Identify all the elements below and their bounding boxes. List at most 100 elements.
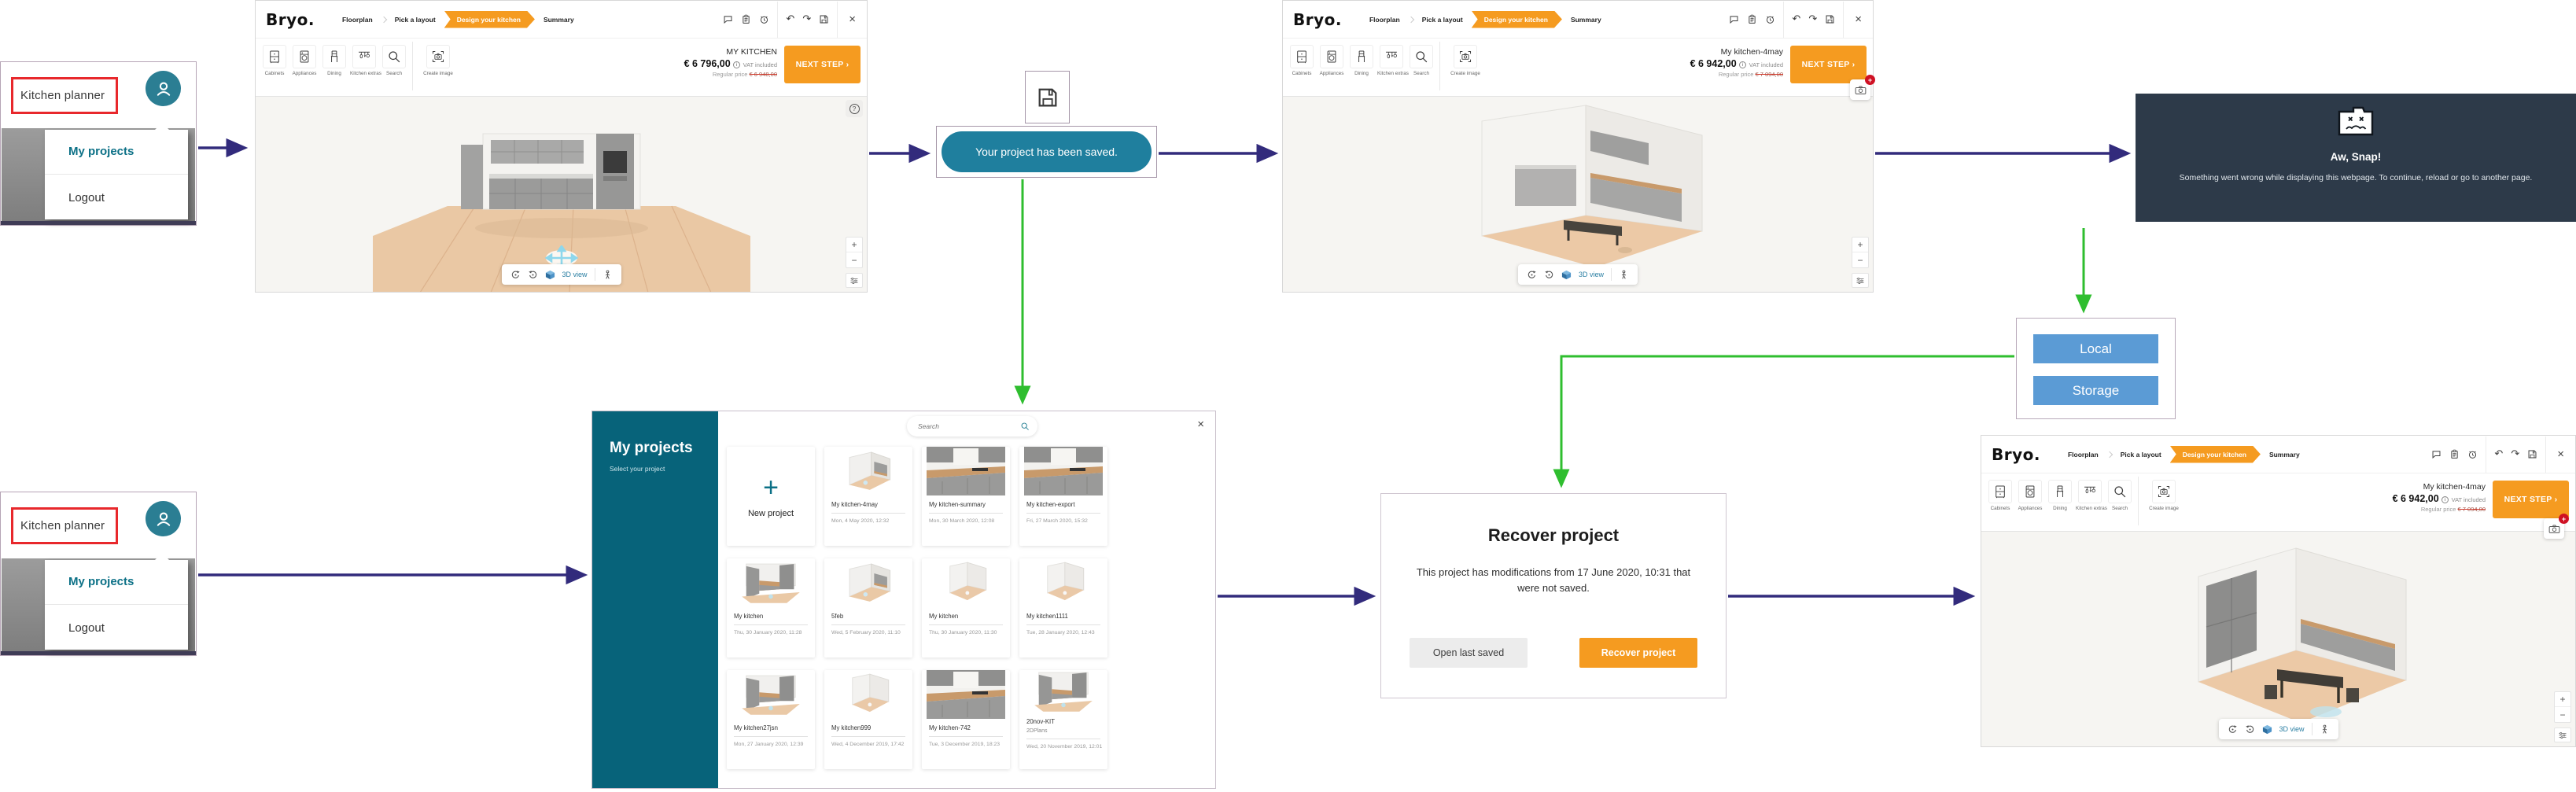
- project-card[interactable]: My kitchen-export Fri, 27 March 2020, 15…: [1019, 447, 1107, 546]
- tool-search[interactable]: Search: [2106, 480, 2134, 511]
- zoom-in-button[interactable]: +: [846, 238, 862, 252]
- project-card[interactable]: My kitchen-4may Mon, 4 May 2020, 12:32: [824, 447, 912, 546]
- tool-create-image[interactable]: Create image: [421, 45, 455, 76]
- view-settings-button[interactable]: [2554, 728, 2571, 742]
- info-icon[interactable]: [2441, 496, 2449, 503]
- tool-appliances[interactable]: Appliances: [1317, 45, 1346, 76]
- new-project-card[interactable]: + New project: [727, 447, 815, 546]
- zoom-out-button[interactable]: −: [1857, 254, 1863, 266]
- next-step-button[interactable]: NEXT STEP ›: [2493, 481, 2569, 518]
- breadcrumb-pick-a-layout[interactable]: Pick a layout: [394, 15, 436, 24]
- local-button[interactable]: Local: [2033, 334, 2158, 363]
- redo-icon[interactable]: ↷: [2511, 448, 2520, 460]
- tool-kitchen-extras[interactable]: Kitchen extras: [1377, 45, 1409, 76]
- menu-item-my-projects[interactable]: My projects: [68, 575, 135, 588]
- tool-dining[interactable]: Dining: [320, 45, 348, 76]
- undo-icon[interactable]: ↶: [1792, 13, 1801, 25]
- tool-appliances[interactable]: Appliances: [290, 45, 319, 76]
- summary-list-icon[interactable]: [2449, 449, 2460, 459]
- breadcrumb-floorplan[interactable]: Floorplan: [1369, 15, 1400, 24]
- search-icon[interactable]: [1020, 422, 1030, 431]
- zoom-out-button[interactable]: −: [2559, 709, 2566, 720]
- storage-button[interactable]: Storage: [2033, 376, 2158, 405]
- breadcrumb-summary[interactable]: Summary: [543, 15, 574, 24]
- cube-3d-icon[interactable]: [1561, 270, 1572, 280]
- next-step-button[interactable]: NEXT STEP ›: [784, 46, 861, 83]
- walkthrough-icon[interactable]: [603, 270, 613, 280]
- project-card[interactable]: My kitchen999 Wed, 4 December 2019, 17:4…: [824, 670, 912, 769]
- breadcrumb-pick-a-layout[interactable]: Pick a layout: [2120, 450, 2161, 459]
- recover-project-button[interactable]: Recover project: [1579, 638, 1697, 668]
- project-card[interactable]: My kitchen-summary Mon, 30 March 2020, 1…: [922, 447, 1010, 546]
- tool-search[interactable]: Search: [1407, 45, 1435, 76]
- breadcrumb-floorplan[interactable]: Floorplan: [2067, 450, 2099, 459]
- save-icon[interactable]: [1825, 14, 1835, 24]
- tool-kitchen-extras[interactable]: Kitchen extras: [2076, 480, 2107, 511]
- tool-dining[interactable]: Dining: [1347, 45, 1376, 76]
- view-settings-button[interactable]: [846, 273, 863, 288]
- zoom-in-button[interactable]: +: [1852, 238, 1868, 252]
- tool-dining[interactable]: Dining: [2046, 480, 2074, 511]
- breadcrumb-summary[interactable]: Summary: [2268, 450, 2300, 459]
- orbit-right-icon[interactable]: [1544, 270, 1554, 280]
- menu-item-logout[interactable]: Logout: [68, 191, 105, 204]
- tool-kitchen-extras[interactable]: Kitchen extras: [350, 45, 381, 76]
- tool-create-image[interactable]: Create image: [2147, 480, 2181, 511]
- summary-list-icon[interactable]: [1747, 14, 1757, 24]
- undo-icon[interactable]: ↶: [786, 13, 795, 25]
- view-3d-label[interactable]: 3D view: [2279, 725, 2305, 733]
- orbit-right-icon[interactable]: [527, 270, 537, 280]
- tool-cabinets[interactable]: Cabinets: [1986, 480, 2014, 511]
- project-card[interactable]: My kitchen27jsn Mon, 27 January 2020, 12…: [727, 670, 815, 769]
- view-settings-button[interactable]: [1852, 273, 1869, 288]
- account-button[interactable]: [146, 501, 181, 536]
- save-icon[interactable]: [1036, 86, 1060, 109]
- orbit-left-icon[interactable]: [2227, 724, 2237, 735]
- open-last-saved-button[interactable]: Open last saved: [1410, 638, 1528, 668]
- view-3d-label[interactable]: 3D view: [562, 271, 588, 278]
- design-canvas[interactable]: 3D view + −: [1981, 531, 2575, 746]
- cube-3d-icon[interactable]: [2261, 724, 2272, 735]
- summary-list-icon[interactable]: [741, 14, 751, 24]
- zoom-out-button[interactable]: −: [851, 254, 857, 266]
- redo-icon[interactable]: ↷: [1808, 13, 1818, 25]
- breadcrumb-pick-a-layout[interactable]: Pick a layout: [1421, 15, 1463, 24]
- save-icon[interactable]: [2527, 449, 2537, 459]
- next-step-button[interactable]: NEXT STEP ›: [1790, 46, 1867, 83]
- walkthrough-icon[interactable]: [1619, 270, 1629, 280]
- orbit-left-icon[interactable]: [1527, 270, 1537, 280]
- breadcrumb-design-your-kitchen[interactable]: Design your kitchen: [2170, 446, 2261, 463]
- comments-icon[interactable]: [2431, 449, 2441, 459]
- comments-icon[interactable]: [1729, 14, 1739, 24]
- alarm-icon[interactable]: [2467, 449, 2478, 459]
- zoom-in-button[interactable]: +: [2555, 692, 2570, 707]
- project-card[interactable]: My kitchen1111 Tue, 28 January 2020, 12:…: [1019, 558, 1107, 658]
- snapshot-notification-button[interactable]: +: [1850, 75, 1875, 100]
- info-icon[interactable]: [1739, 61, 1747, 68]
- project-card[interactable]: 5feb Wed, 5 February 2020, 11:10: [824, 558, 912, 658]
- orbit-right-icon[interactable]: [2244, 724, 2254, 735]
- close-icon[interactable]: ×: [849, 13, 856, 26]
- close-icon[interactable]: ×: [1855, 13, 1862, 26]
- tool-create-image[interactable]: Create image: [1448, 45, 1483, 76]
- alarm-icon[interactable]: [759, 14, 769, 24]
- tool-appliances[interactable]: Appliances: [2016, 480, 2044, 511]
- alarm-icon[interactable]: [1765, 14, 1775, 24]
- close-icon[interactable]: ×: [1197, 418, 1204, 431]
- design-canvas[interactable]: 3D view + −: [1283, 96, 1873, 292]
- tool-cabinets[interactable]: Cabinets: [1288, 45, 1316, 76]
- comments-icon[interactable]: [723, 14, 733, 24]
- design-canvas[interactable]: ? 3D view + −: [256, 96, 867, 292]
- snapshot-notification-button[interactable]: +: [2544, 514, 2569, 539]
- tool-cabinets[interactable]: Cabinets: [260, 45, 289, 76]
- breadcrumb-floorplan[interactable]: Floorplan: [341, 15, 373, 24]
- cube-3d-icon[interactable]: [544, 270, 555, 280]
- menu-item-my-projects[interactable]: My projects: [68, 145, 135, 158]
- menu-item-logout[interactable]: Logout: [68, 621, 105, 635]
- project-card[interactable]: My kitchen Thu, 30 January 2020, 11:30: [922, 558, 1010, 658]
- close-icon[interactable]: ×: [2557, 448, 2564, 461]
- breadcrumb-summary[interactable]: Summary: [1570, 15, 1601, 24]
- account-button[interactable]: [146, 71, 181, 106]
- info-icon[interactable]: [733, 61, 741, 68]
- orbit-left-icon[interactable]: [510, 270, 520, 280]
